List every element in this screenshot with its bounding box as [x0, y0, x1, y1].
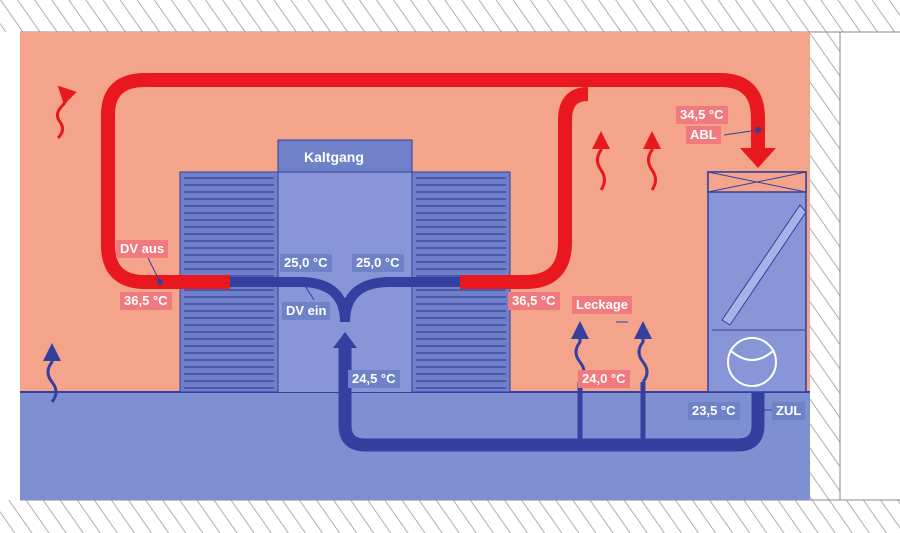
temp-right-hot: 36,5 °C	[508, 292, 560, 310]
temp-abl: 34,5 °C	[676, 106, 728, 124]
temp-leckage: 24,0 °C	[578, 370, 630, 388]
temp-zul: 23,5 °C	[688, 402, 740, 420]
fan-icon	[727, 337, 777, 387]
dv-aus-label: DV aus	[116, 240, 169, 258]
temp-left-hot: 36,5 °C	[120, 292, 172, 310]
floor-hatch	[0, 500, 900, 533]
temp-dv-right: 25,0 °C	[352, 254, 404, 272]
crac-unit	[707, 171, 807, 393]
hot-air-arrowhead	[740, 148, 776, 168]
zul-label: ZUL	[772, 402, 806, 420]
temp-floor: 24,5 °C	[348, 370, 400, 388]
dv-ein-label: DV ein	[282, 302, 331, 320]
hot-air-flow-right	[460, 87, 589, 289]
dv-aus-pointer	[147, 257, 161, 283]
abl-pointer	[723, 129, 759, 136]
cold-air-split	[230, 277, 460, 323]
kaltgang-label: Kaltgang	[300, 148, 368, 166]
dv-ein-pointer	[304, 285, 315, 301]
temp-dv-left: 25,0 °C	[280, 254, 332, 272]
leckage-label: Leckage	[572, 296, 633, 314]
abl-label: ABL	[686, 126, 721, 144]
wavy-arrow-icon	[55, 85, 661, 191]
cold-air-supply	[338, 345, 765, 452]
ceiling-hatch	[0, 0, 900, 32]
hot-air-flow	[101, 73, 765, 289]
wall-hatch	[810, 32, 840, 500]
